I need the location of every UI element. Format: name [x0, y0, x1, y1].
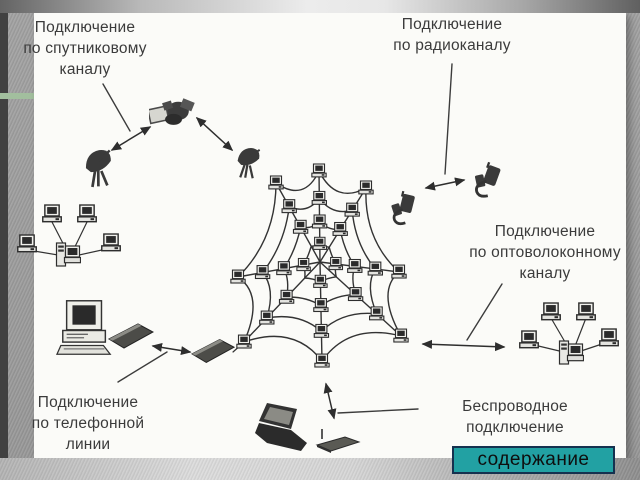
- label-phone-connection: Подключение по телефонной линии: [31, 394, 145, 453]
- label-wireless-connection: Беспроводное подключение: [462, 398, 568, 436]
- label-satellite-connection: Подключение по спутниковому каналу: [23, 19, 147, 78]
- frame-left-strip: [0, 0, 8, 458]
- label-fiber-connection: Подключение по оптоволоконному каналу: [469, 223, 621, 282]
- contents-button[interactable]: содержание: [452, 446, 615, 474]
- frame-top-bar: [0, 0, 640, 13]
- label-radio-connection: Подключение по радиоканалу: [393, 16, 511, 54]
- frame-green-mark: [0, 93, 34, 99]
